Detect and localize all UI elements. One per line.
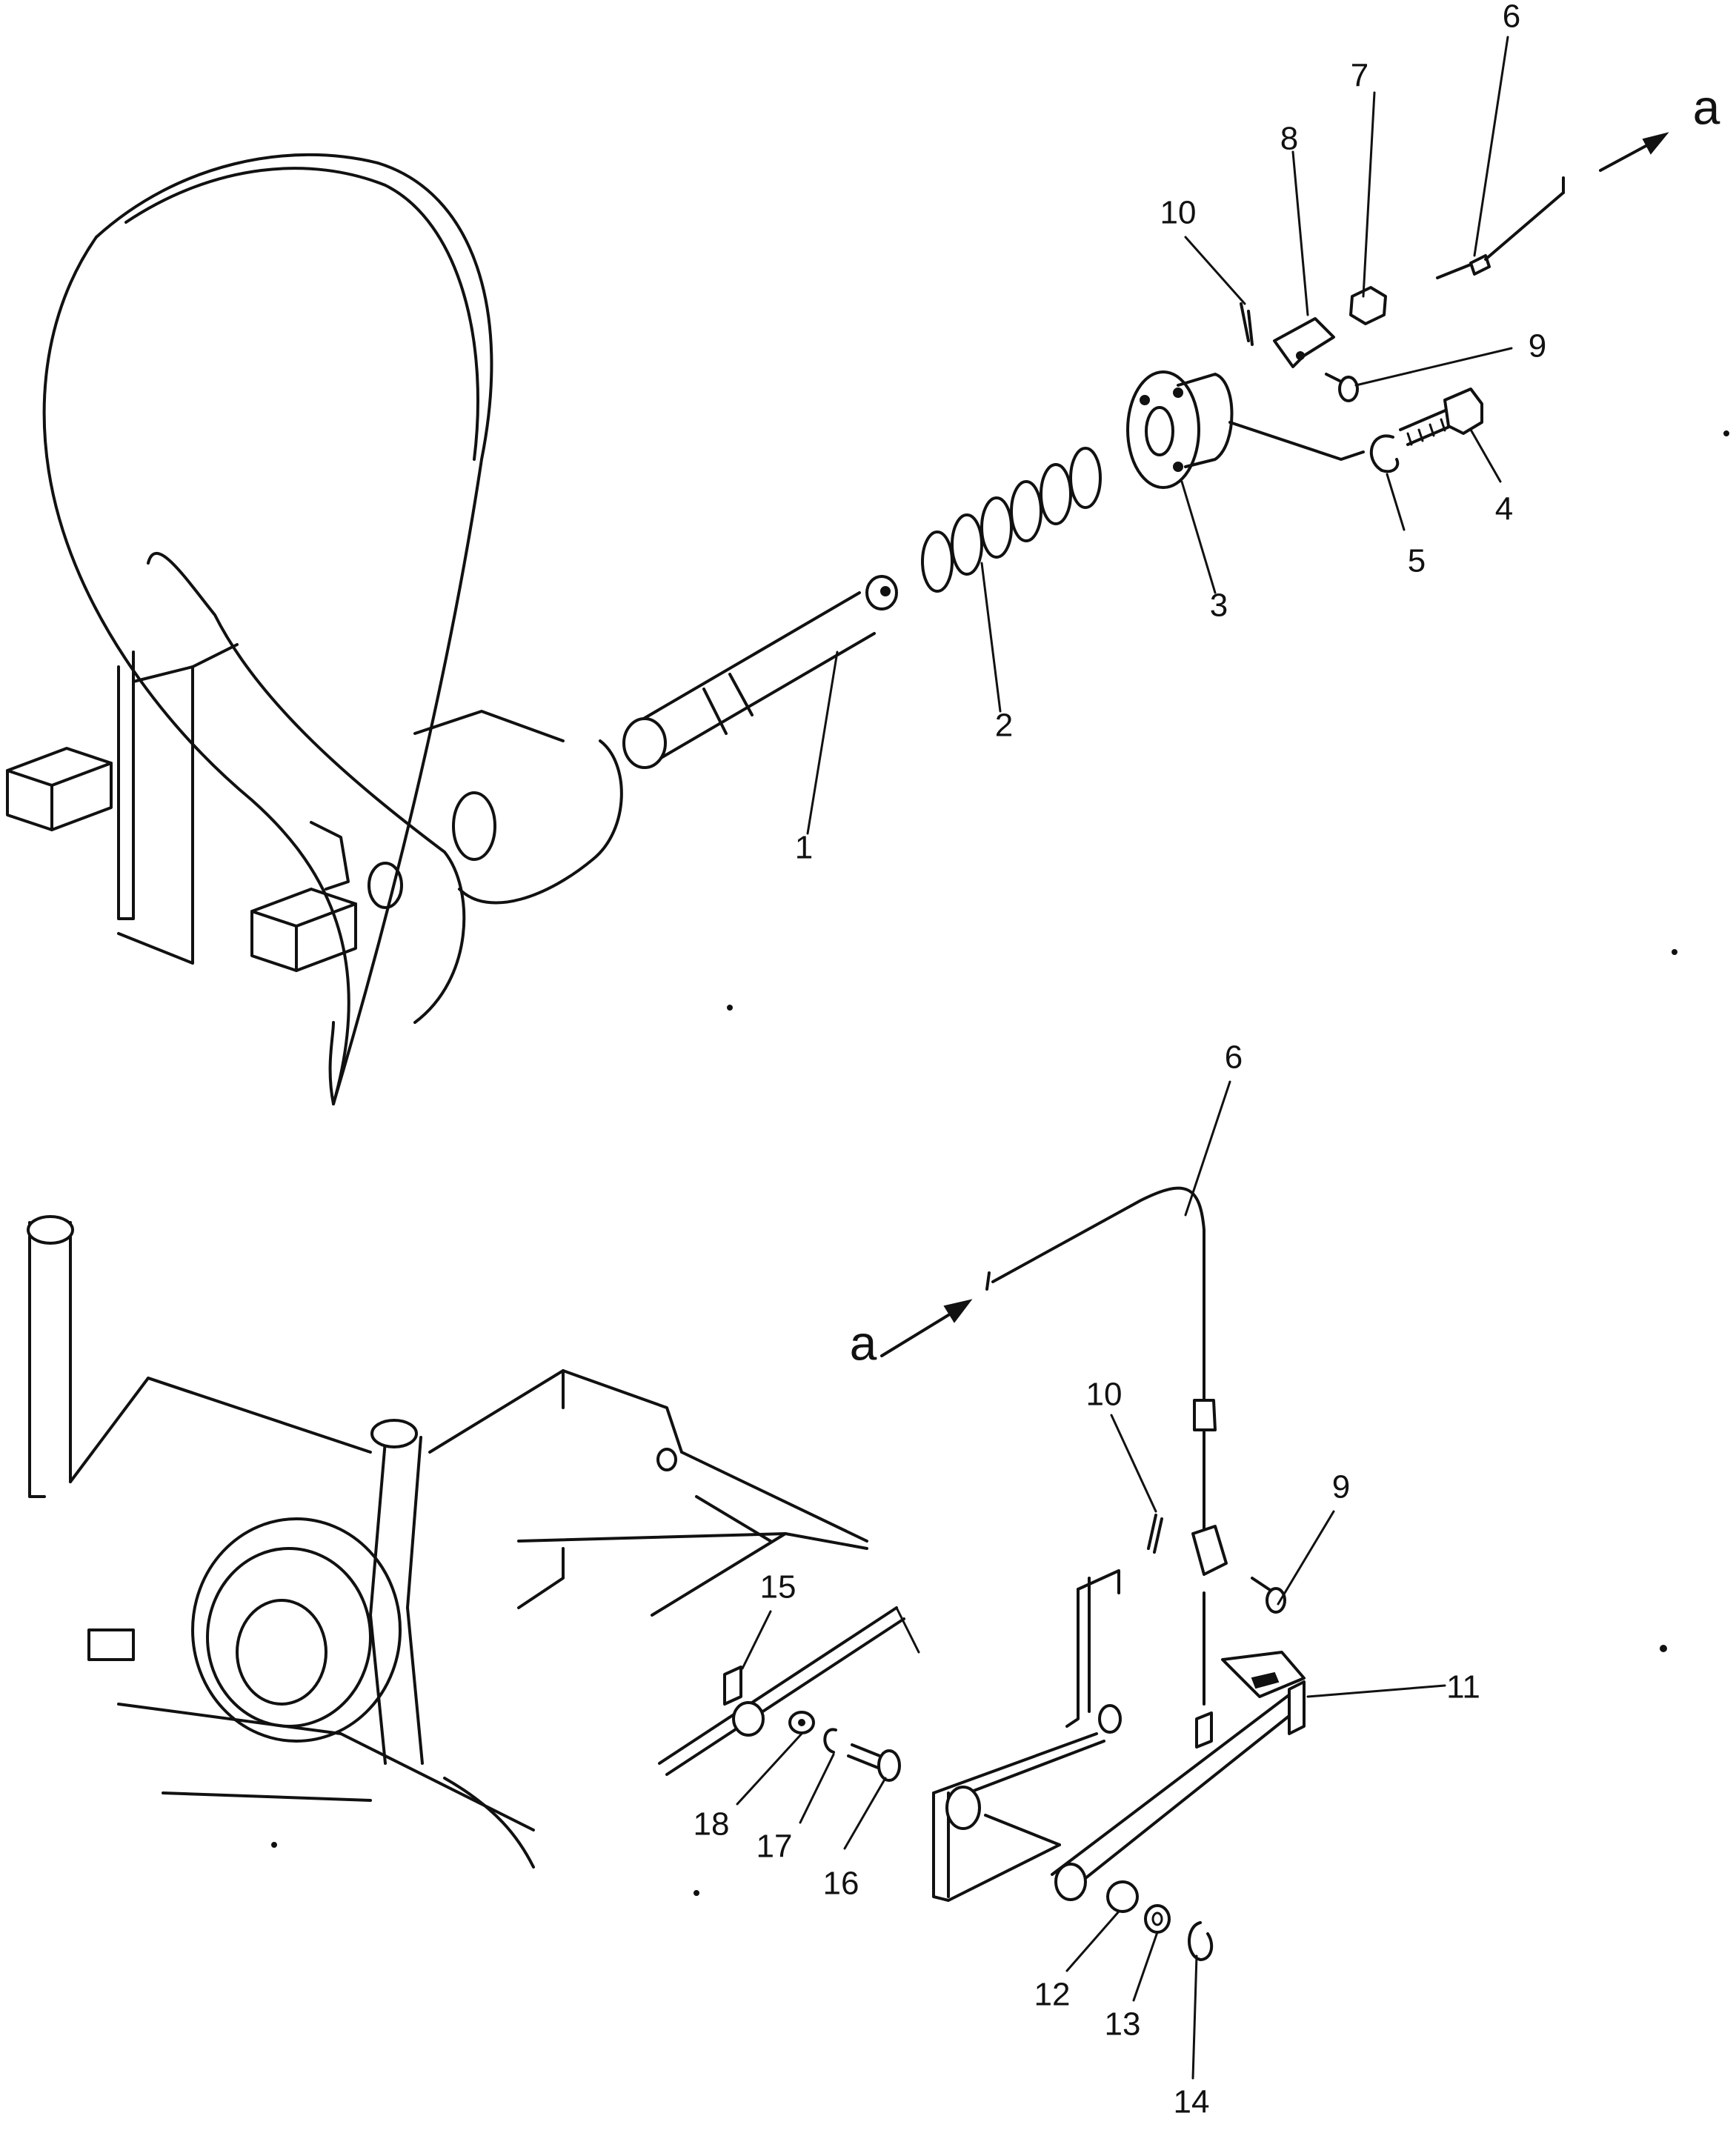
cotter-pin-part-10-bottom: [1147, 1514, 1163, 1554]
callout-10-bottom: 10: [1086, 1377, 1123, 1413]
reference-letter-top: a: [1693, 79, 1720, 134]
callout-4: 4: [1495, 491, 1513, 528]
callout-8: 8: [1280, 121, 1298, 157]
washer-part-13: [1144, 1904, 1171, 1934]
callout-5: 5: [1408, 543, 1426, 579]
bolt-part-16: [847, 1743, 901, 1782]
nut-part-7: [1349, 286, 1387, 325]
reference-arrow-bottom: [880, 1299, 973, 1357]
callout-3: 3: [1210, 588, 1228, 624]
callout-13: 13: [1105, 2006, 1141, 2043]
callout-11: 11: [1446, 1669, 1480, 1706]
callout-14: 14: [1174, 2084, 1210, 2120]
callout-10-top: 10: [1160, 195, 1197, 231]
lock-washer-part-17: [823, 1728, 837, 1754]
snap-ring-part-14: [1188, 1921, 1214, 1961]
callout-18: 18: [694, 1806, 730, 1843]
flanged-bushing-part-3: [1126, 370, 1234, 489]
callout-7: 7: [1351, 58, 1368, 94]
bracket-part-15: [723, 1666, 765, 1737]
cotter-pin-part-10-top: [1240, 302, 1254, 346]
callout-9-bottom: 9: [1332, 1469, 1350, 1505]
callout-12: 12: [1034, 1977, 1071, 2013]
callout-15: 15: [760, 1569, 797, 1606]
callout-17: 17: [756, 1829, 793, 1865]
callout-9-top: 9: [1529, 328, 1546, 365]
plunger-pin-part-1: [622, 575, 898, 769]
callout-labels: 1 2 3 4 5 6 7 8 9 10 6 9 10 11 12 13 14 …: [694, 0, 1720, 2120]
upper-connector-lines: [1228, 421, 1365, 461]
flywheel-housing: [6, 153, 623, 1105]
reference-letter-bottom: a: [850, 1315, 877, 1370]
callout-2: 2: [995, 708, 1013, 744]
callout-6-bottom: 6: [1225, 1039, 1243, 1076]
flat-washer-part-18: [788, 1711, 815, 1734]
bolt-part-4: [1399, 387, 1483, 446]
callout-6-top: 6: [1503, 0, 1520, 35]
clevis-lower: [1191, 1525, 1228, 1576]
control-cable-part-6-bottom: [985, 1186, 1217, 1535]
leader-lines: [736, 36, 1513, 2080]
reference-arrow-top: [1599, 132, 1669, 172]
clevis-part-8: [1273, 317, 1335, 368]
pedal-lever-part-11: [932, 1569, 1306, 1902]
coil-spring-part-2: [921, 447, 1102, 593]
transmission-housing: [27, 1215, 920, 1869]
scan-specks: [271, 430, 1729, 1896]
clevis-pin-part-9-bottom: [1251, 1577, 1286, 1614]
bushing-part-12: [1106, 1880, 1139, 1913]
clevis-pin-part-9-top: [1325, 373, 1359, 402]
cable-end-part-6-top: [1436, 176, 1565, 279]
callout-1: 1: [795, 830, 813, 866]
callout-16: 16: [823, 1866, 859, 1902]
lock-washer-part-5: [1369, 434, 1400, 473]
